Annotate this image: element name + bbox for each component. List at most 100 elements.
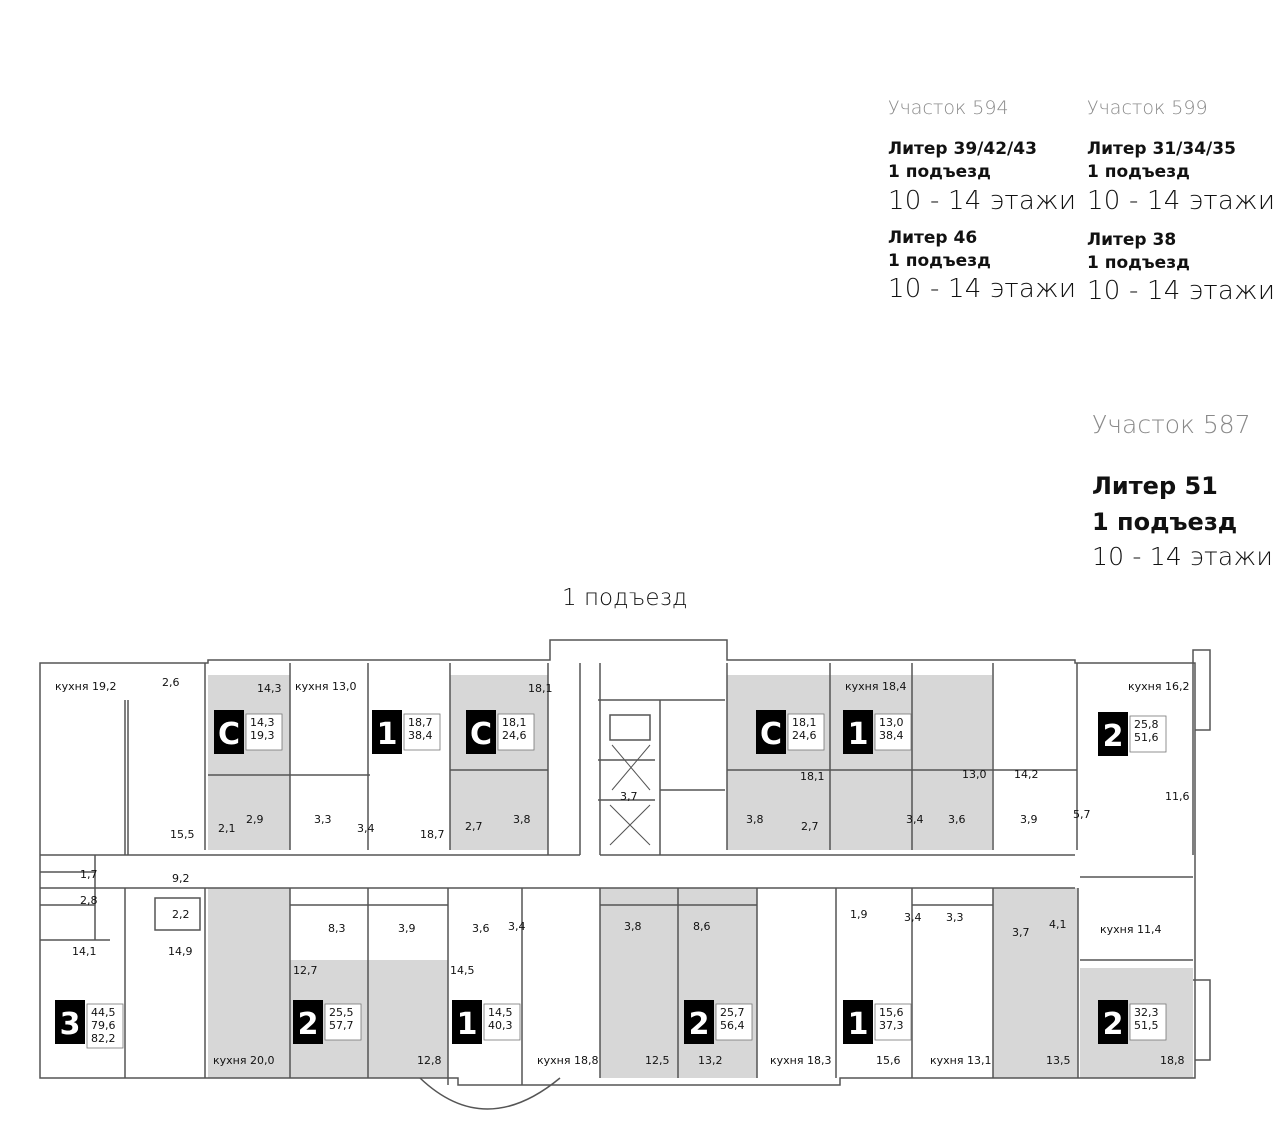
room-label: кухня 19,2 xyxy=(55,680,116,693)
room-labels: кухня 19,2 2,6 14,3 кухня 13,0 18,1 кухня 18,… xyxy=(55,676,1190,1067)
floors: 10 - 14 этажи xyxy=(888,274,1077,305)
badge-area: 32,3 xyxy=(1134,1006,1159,1019)
badge-area: 82,2 xyxy=(91,1032,116,1045)
unit-fill xyxy=(727,675,830,850)
liter-name: Литер 46 xyxy=(888,227,978,248)
badge-area-panel xyxy=(403,713,441,751)
badge-area: 14,3 xyxy=(250,716,275,729)
room-label: 5,7 xyxy=(1073,808,1091,821)
room-label: 3,4 xyxy=(904,911,922,924)
entrance-label: 1 подъезд xyxy=(562,585,688,611)
plot-title: Участок 594 xyxy=(888,97,1009,119)
badge-area-panel xyxy=(483,1003,521,1041)
room-label: 11,6 xyxy=(1165,790,1190,803)
badge-area: 51,5 xyxy=(1134,1019,1159,1032)
badge-box xyxy=(843,1000,873,1044)
badge-type: 3 xyxy=(60,1007,81,1042)
badge-area: 24,6 xyxy=(502,729,527,742)
badge-area: 24,6 xyxy=(792,729,817,742)
room-label: 4,1 xyxy=(1049,918,1067,931)
room-label: кухня 18,8 xyxy=(537,1054,598,1067)
badge-area: 18,1 xyxy=(502,716,527,729)
badge-box xyxy=(843,710,873,754)
unit-fill xyxy=(830,675,912,850)
room-label: кухня 16,2 xyxy=(1128,680,1189,693)
badge-box xyxy=(293,1000,323,1044)
unit-fill xyxy=(912,675,992,850)
badge-type: 1 xyxy=(848,717,869,752)
badge-box xyxy=(214,710,244,754)
room-label: 13,2 xyxy=(698,1054,723,1067)
room-label: 14,2 xyxy=(1014,768,1039,781)
room-label: 8,3 xyxy=(328,922,346,935)
room-label: 3,9 xyxy=(398,922,416,935)
badge-box xyxy=(55,1000,85,1044)
badge-type: С xyxy=(470,717,492,752)
room-label: кухня 18,4 xyxy=(845,680,906,693)
badge-area: 37,3 xyxy=(879,1019,904,1032)
unit-fill xyxy=(208,888,290,1078)
room-label: 14,5 xyxy=(450,964,475,977)
plot-594: Участок 594 Литер 39/42/43 1 подъезд 10 … xyxy=(888,96,1076,308)
badge-area-panel xyxy=(1129,715,1167,753)
room-label: 3,9 xyxy=(1020,813,1038,826)
room-label: 3,7 xyxy=(620,790,638,803)
badge-area: 51,6 xyxy=(1134,731,1159,744)
room-label: 3,6 xyxy=(472,922,490,935)
plot-599: Участок 599 Литер 31/34/35 1 подъезд 10 … xyxy=(1087,96,1275,310)
room-label: 18,1 xyxy=(800,770,825,783)
badge-area: 19,3 xyxy=(250,729,275,742)
room-label: 3,3 xyxy=(946,911,964,924)
badge-box xyxy=(1098,712,1128,756)
badge-area: 25,5 xyxy=(329,1006,354,1019)
room-label: 9,2 xyxy=(172,872,190,885)
liter-name: Литер 39/42/43 xyxy=(888,138,1037,159)
unit-fill xyxy=(678,888,757,1078)
room-label: кухня 18,3 xyxy=(770,1054,831,1067)
room-label: 2,7 xyxy=(465,820,483,833)
badge-area-panel xyxy=(245,713,283,751)
entrance: 1 подъезд xyxy=(888,161,991,182)
badge-area: 25,8 xyxy=(1134,718,1159,731)
badge-area: 14,5 xyxy=(488,1006,513,1019)
entrance: 1 подъезд xyxy=(1087,252,1190,273)
badge-type: 1 xyxy=(377,717,398,752)
room-label: 3,4 xyxy=(508,920,526,933)
room-label: 15,5 xyxy=(170,828,195,841)
unit-fill xyxy=(368,960,448,1078)
room-label: 12,8 xyxy=(417,1054,442,1067)
room-label: 2,9 xyxy=(246,813,264,826)
room-label: 8,6 xyxy=(693,920,711,933)
badge-area-panel xyxy=(324,1003,362,1041)
room-label: 3,8 xyxy=(624,920,642,933)
liter-name: Литер 51 xyxy=(1092,471,1218,500)
badge-area-panel xyxy=(1129,1003,1167,1041)
unit-fill xyxy=(208,675,290,850)
badge-area-panel xyxy=(86,1003,124,1049)
badge-area-panel xyxy=(497,713,535,751)
room-label: 2,6 xyxy=(162,676,180,689)
badge-area: 38,4 xyxy=(879,729,904,742)
room-label: 2,2 xyxy=(172,908,190,921)
badge-type: 2 xyxy=(1103,1007,1124,1042)
badge-type: 1 xyxy=(848,1007,869,1042)
floors: 10 - 14 этажи xyxy=(888,185,1077,216)
apartment-badge: 2 32,351,5 xyxy=(1098,1000,1167,1044)
badge-box xyxy=(466,710,496,754)
badge-type: 1 xyxy=(457,1007,478,1042)
badge-area: 40,3 xyxy=(488,1019,513,1032)
room-label: 12,5 xyxy=(645,1054,670,1067)
plot-title: Участок 599 xyxy=(1087,97,1208,119)
badge-type: 2 xyxy=(1103,719,1124,754)
room-label: кухня 11,4 xyxy=(1100,923,1161,936)
room-label: кухня 13,0 xyxy=(295,680,356,693)
room-label: 2,1 xyxy=(218,822,236,835)
room-label: 12,7 xyxy=(293,964,318,977)
badge-type: С xyxy=(760,717,782,752)
